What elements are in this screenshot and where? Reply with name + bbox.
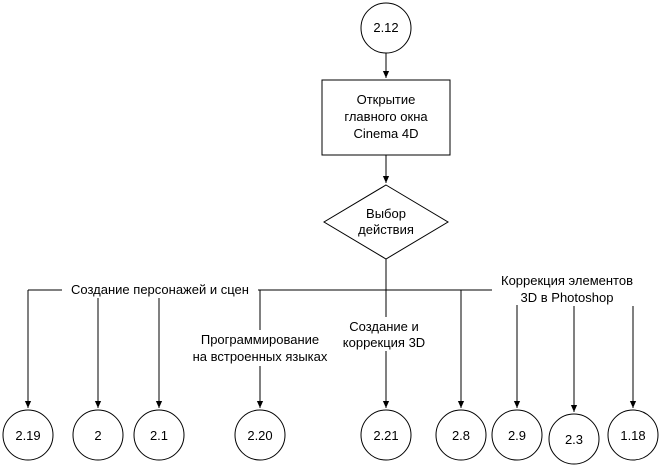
start-node: 2.12 <box>360 2 412 54</box>
branch-label-photoshop-line-1: Коррекция элементов <box>501 273 633 288</box>
branch-label-create-3d-line-2: коррекция 3D <box>343 335 425 350</box>
process-line-2: главного окна <box>344 109 428 124</box>
branch-label-programming-line-1: Программирование <box>201 332 319 347</box>
decision-diamond: Выбор действия <box>323 184 449 260</box>
process-line-3: Cinema 4D <box>353 126 418 141</box>
end-node-2-21: 2.21 <box>360 409 412 461</box>
process-line-1: Открытие <box>357 92 416 107</box>
branch-label-characters-text: Создание персонажей и сцен <box>71 282 249 297</box>
end-node-2-20: 2.20 <box>234 409 286 461</box>
end-node-label: 2.20 <box>247 428 272 443</box>
end-node-label: 2.21 <box>373 428 398 443</box>
end-node-2-9: 2.9 <box>491 409 543 461</box>
end-node-1-18: 1.18 <box>607 409 659 461</box>
end-node-2-19: 2.19 <box>2 409 54 461</box>
end-node-label: 1.18 <box>620 428 645 443</box>
end-node-2-1: 2.1 <box>133 409 185 461</box>
end-node-label: 2.9 <box>508 428 526 443</box>
end-node-label: 2.19 <box>15 428 40 443</box>
end-node-label: 2 <box>94 428 101 443</box>
branch-label-programming-line-2: на встроенных языках <box>193 349 328 364</box>
start-node-label: 2.12 <box>373 20 398 35</box>
branch-label-photoshop: Коррекция элементов 3D в Photoshop <box>492 271 642 305</box>
end-node-2-3: 2.3 <box>548 413 600 465</box>
end-node-label: 2.8 <box>452 428 470 443</box>
decision-line-1: Выбор <box>366 206 406 221</box>
branch-label-characters: Создание персонажей и сцен <box>62 281 258 298</box>
end-node-label: 2.1 <box>150 428 168 443</box>
branch-label-photoshop-line-2: 3D в Photoshop <box>521 290 614 305</box>
end-node-2: 2 <box>72 409 124 461</box>
branch-label-create-3d-line-1: Создание и <box>349 319 419 334</box>
end-node-label: 2.3 <box>565 432 583 447</box>
process-box: Открытие главного окна Cinema 4D <box>321 79 451 156</box>
end-node-2-8: 2.8 <box>435 409 487 461</box>
branch-label-programming: Программирование на встроенных языках <box>187 330 334 366</box>
branch-label-create-3d: Создание и коррекция 3D <box>340 317 433 351</box>
decision-line-2: действия <box>358 222 414 237</box>
